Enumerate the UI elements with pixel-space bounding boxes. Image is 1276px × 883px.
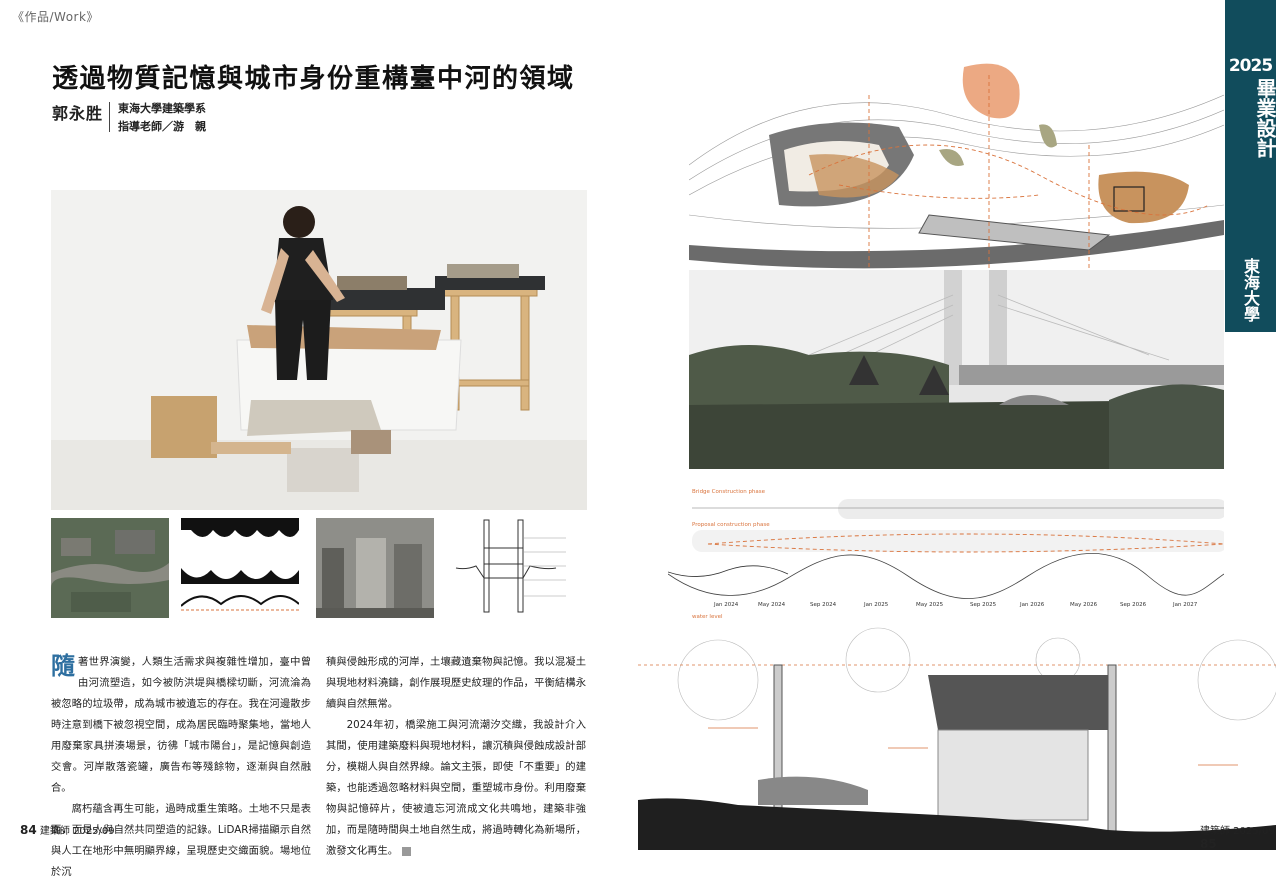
section-tag: 《作品/Work》 [12, 10, 99, 24]
construction-timeline: Bridge Construction phase Proposal const… [667, 482, 1228, 622]
timeline-tick: Jan 2027 [1172, 602, 1198, 608]
band-event: 畢業設計 [1253, 78, 1276, 158]
article-title: 透過物質記憶與城市身份重構臺中河的領域 [52, 64, 575, 94]
body-column-1: 隨 著世界演變，人類生活需求與複雜性增加，臺中曾由河流塑造，如今被防洪堤與橋樑切… [51, 652, 311, 883]
body-paragraph: 積與侵蝕形成的河岸，土壤藏遺棄物與記憶。我以混凝土與現地材料澆鑄，創作展現歷史紋… [326, 656, 586, 710]
advisor: 指導老師／游 親 [118, 120, 206, 133]
thumbnail-aerial-photo [51, 518, 169, 618]
thumbnail-model-photo [316, 518, 434, 618]
timeline-water-level: water level [692, 614, 723, 620]
band-year-text: 2025 [1228, 56, 1273, 76]
thumbnail-section-diagram [181, 518, 299, 618]
side-band [1225, 0, 1276, 332]
timeline-tick: Sep 2024 [810, 602, 837, 608]
band-school: 東海大學 [1241, 258, 1260, 322]
timeline-tick: Jan 2026 [1019, 602, 1045, 608]
timeline-tick: Jan 2025 [863, 602, 889, 608]
author-divider [109, 102, 110, 132]
thumbnail-construction-detail [446, 518, 586, 618]
author-name: 郭永胜 [52, 104, 104, 123]
timeline-tick: Jan 2024 [713, 602, 739, 608]
section-drawing [638, 620, 1276, 850]
band-year: 2025 [1225, 55, 1276, 77]
timeline-phase1: Bridge Construction phase [692, 489, 766, 495]
timeline-tick: Sep 2026 [1120, 602, 1147, 608]
main-photo [51, 190, 587, 510]
timeline-tick: May 2025 [916, 602, 944, 608]
body-paragraph: 著世界演變，人類生活需求與複雜性增加，臺中曾由河流塑造，如今被防洪堤與橋樑切斷，… [51, 656, 311, 794]
timeline-tick: May 2026 [1070, 602, 1098, 608]
body-paragraph: 腐朽蘊含再生可能，過時成重生策略。土地不只是表面，而是人與自然共同塑造的記錄。L… [51, 803, 311, 878]
end-mark-icon [402, 846, 412, 856]
folio-left: 84 建築師 2025/09 [20, 823, 115, 837]
department: 東海大學建築學系 [118, 102, 206, 115]
body-column-2: 積與侵蝕形成的河岸，土壤藏遺棄物與記憶。我以混凝土與現地材料澆鑄，創作展現歷史紋… [326, 652, 586, 862]
body-paragraph: 2024年初，橋梁施工與河流潮汐交織，我設計介入其間，使用建築廢料與現地材料，讓… [326, 719, 586, 857]
site-plan-render [689, 55, 1224, 469]
timeline-tick: Sep 2025 [970, 602, 997, 608]
timeline-phase2: Proposal construction phase [692, 522, 770, 528]
folio-right: 建築師 2025/09 85 [1200, 826, 1275, 851]
dropcap: 隨 [51, 652, 75, 680]
timeline-tick: May 2024 [758, 602, 786, 608]
